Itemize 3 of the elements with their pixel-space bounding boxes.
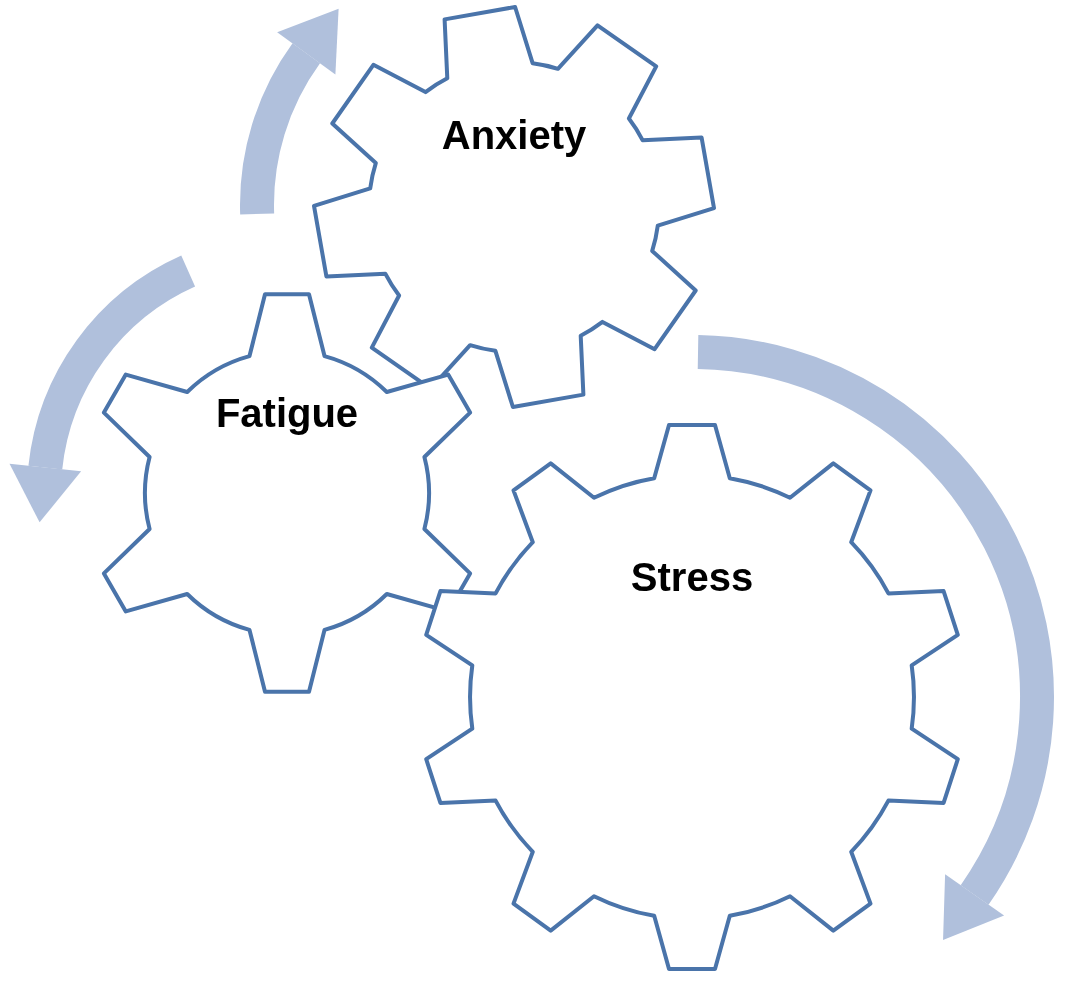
gear-label: Anxiety: [441, 115, 587, 155]
gear-label: Fatigue: [215, 393, 359, 433]
gear-label: Stress: [630, 557, 754, 597]
